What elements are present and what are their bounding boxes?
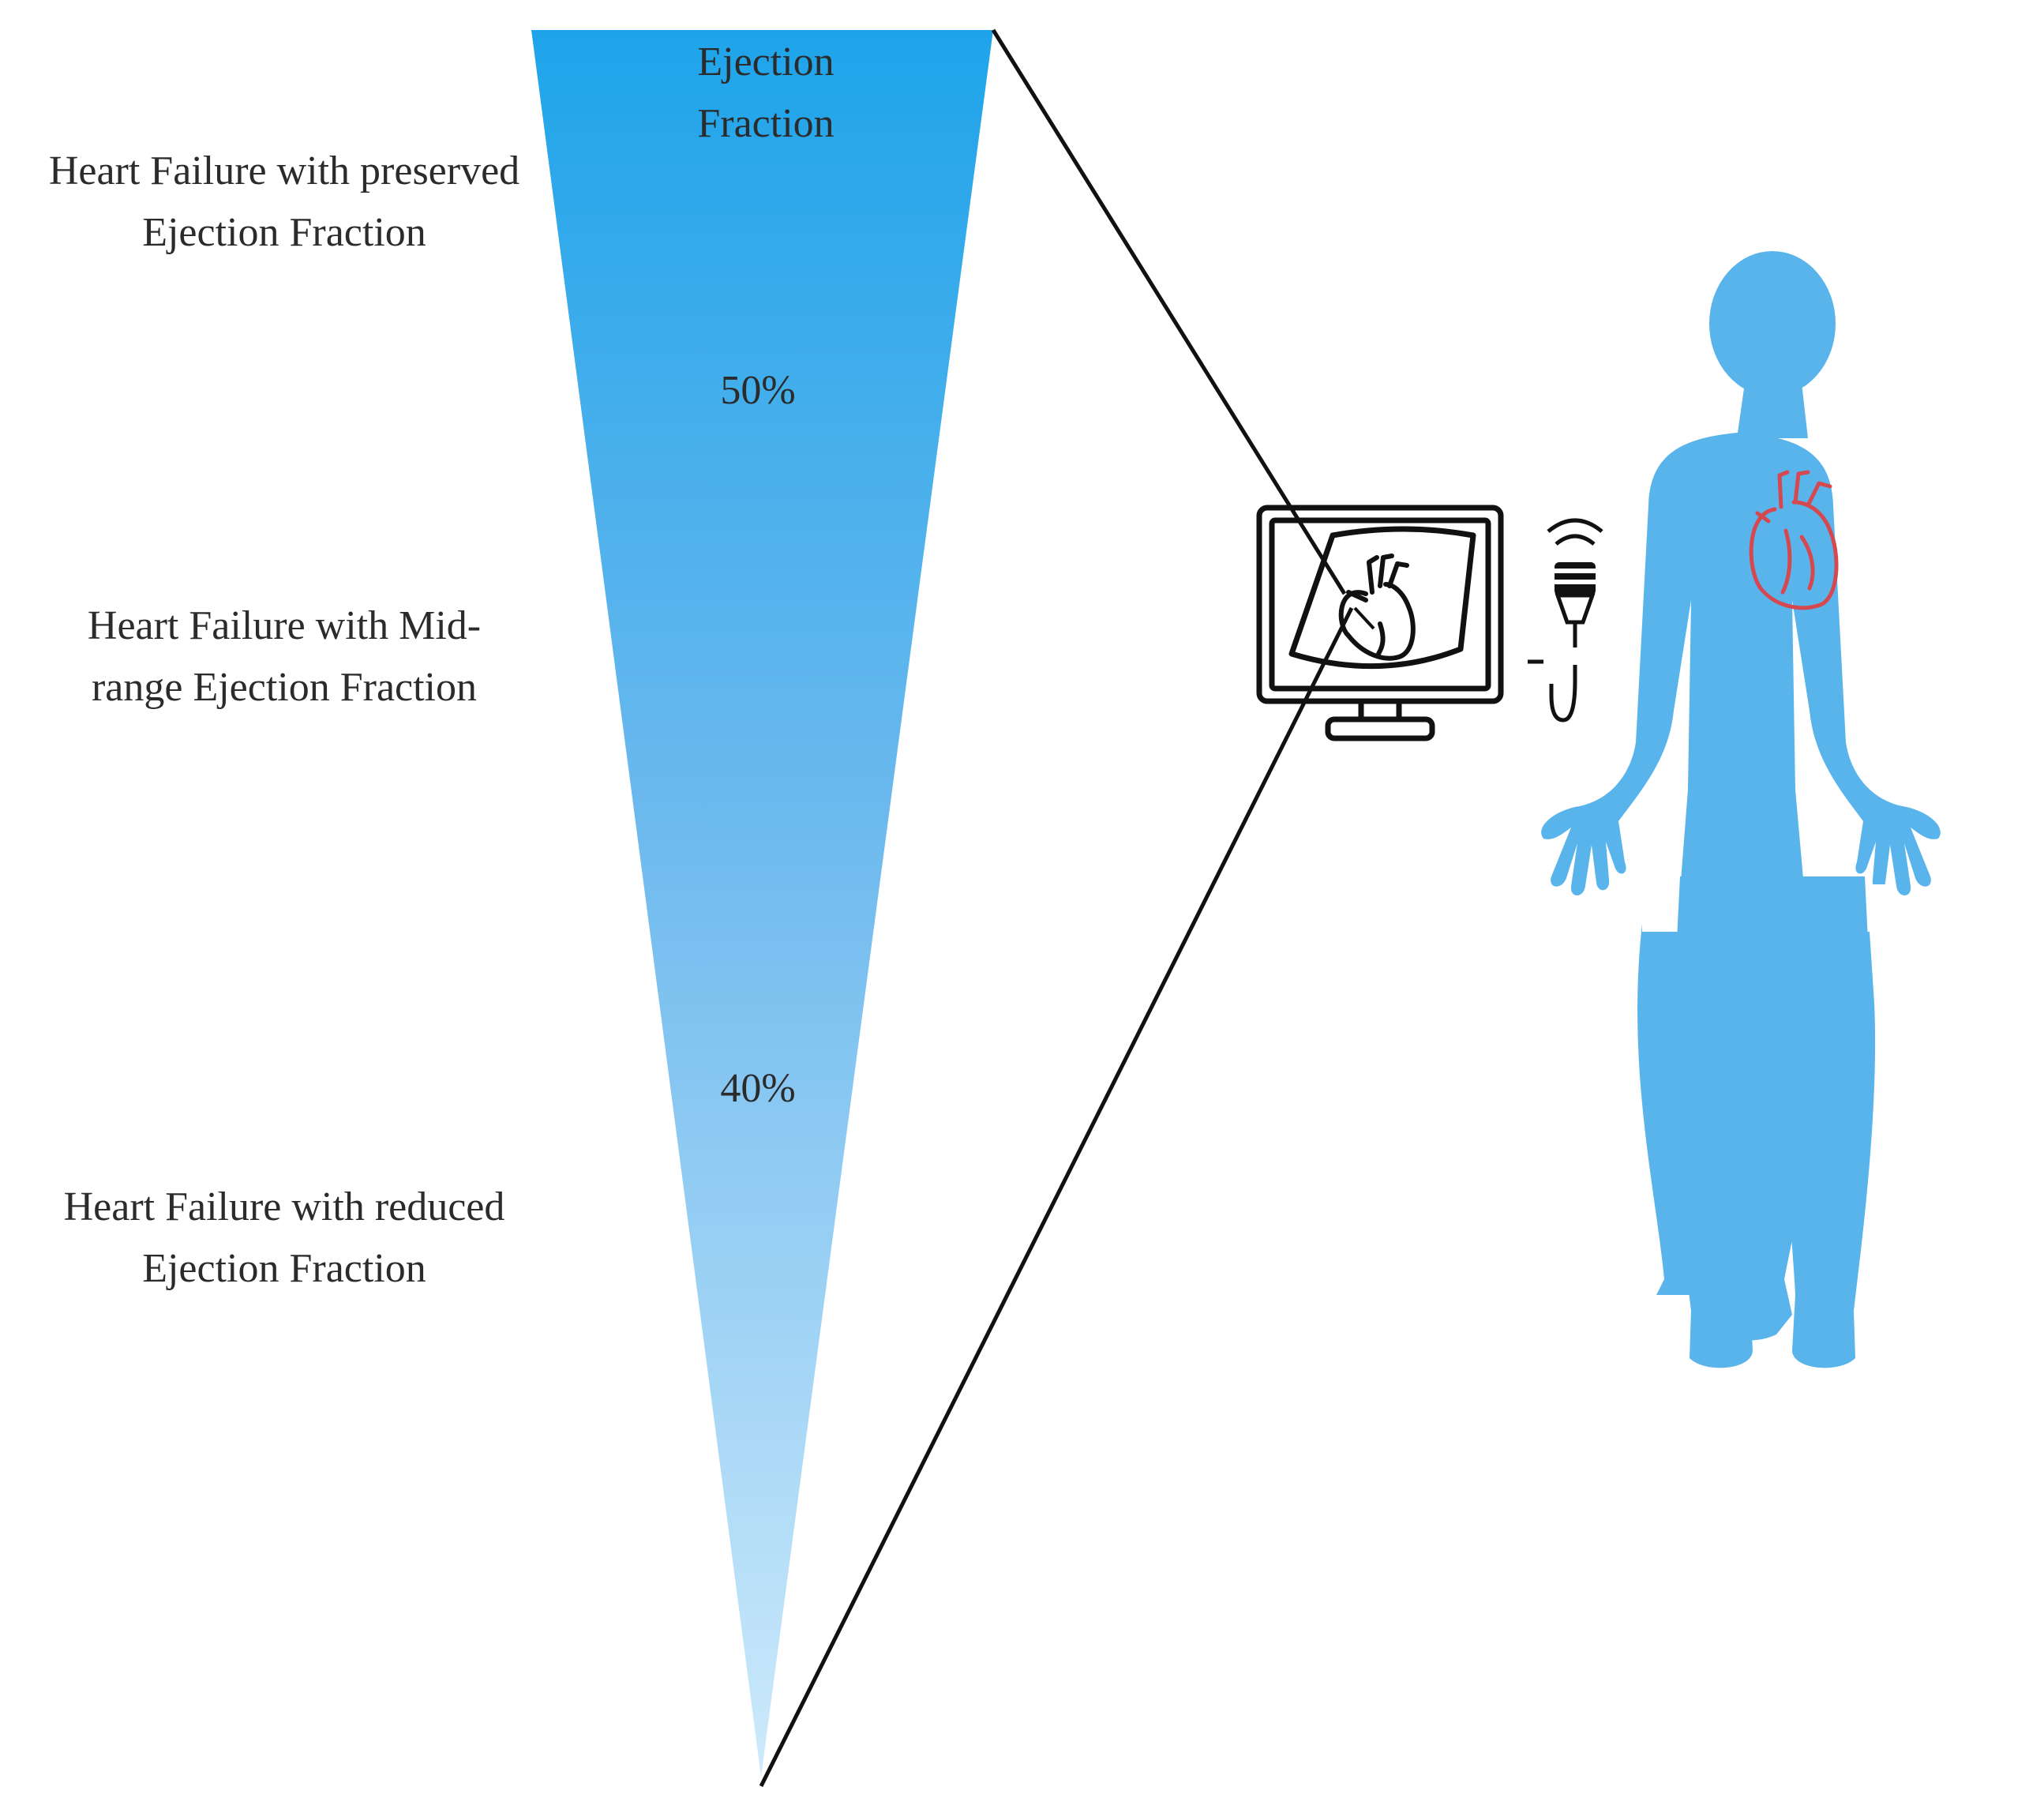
heart-icon [1749,470,1839,610]
label-mid-range: Heart Failure with Mid- range Ejection F… [8,595,561,719]
connector-line-bottom [759,606,1354,1788]
scale-mark-50-value: 50% [720,368,796,413]
label-reduced: Heart Failure with reduced Ejection Frac… [8,1177,561,1300]
label-preserved-line1: Heart Failure with preserved [48,148,520,193]
label-mid-range-line1: Heart Failure with Mid- [87,603,482,648]
legs-icon [1642,876,1895,1368]
scale-mark-50: 50% [679,360,837,422]
monitor-heart-detail [1353,606,1375,630]
heart-icon [1338,554,1416,661]
ultrasound-monitor-icon [1256,505,1504,741]
label-reduced-line1: Heart Failure with reduced [63,1184,505,1229]
ultrasound-probe-icon [1528,518,1603,722]
label-mid-range-line2: range Ejection Fraction [91,665,478,710]
connector-line-top [991,28,1347,595]
scale-title-line1: Ejection [697,39,834,84]
label-preserved-line2: Ejection Fraction [142,210,426,255]
label-reduced-line2: Ejection Fraction [142,1246,426,1291]
ejection-fraction-scale [531,30,993,1777]
scale-title: Ejection Fraction [647,32,884,155]
scale-mark-40-value: 40% [720,1066,796,1111]
scale-mark-40: 40% [679,1058,837,1120]
label-preserved: Heart Failure with preserved Ejection Fr… [8,141,561,264]
scale-title-line2: Fraction [697,101,834,146]
